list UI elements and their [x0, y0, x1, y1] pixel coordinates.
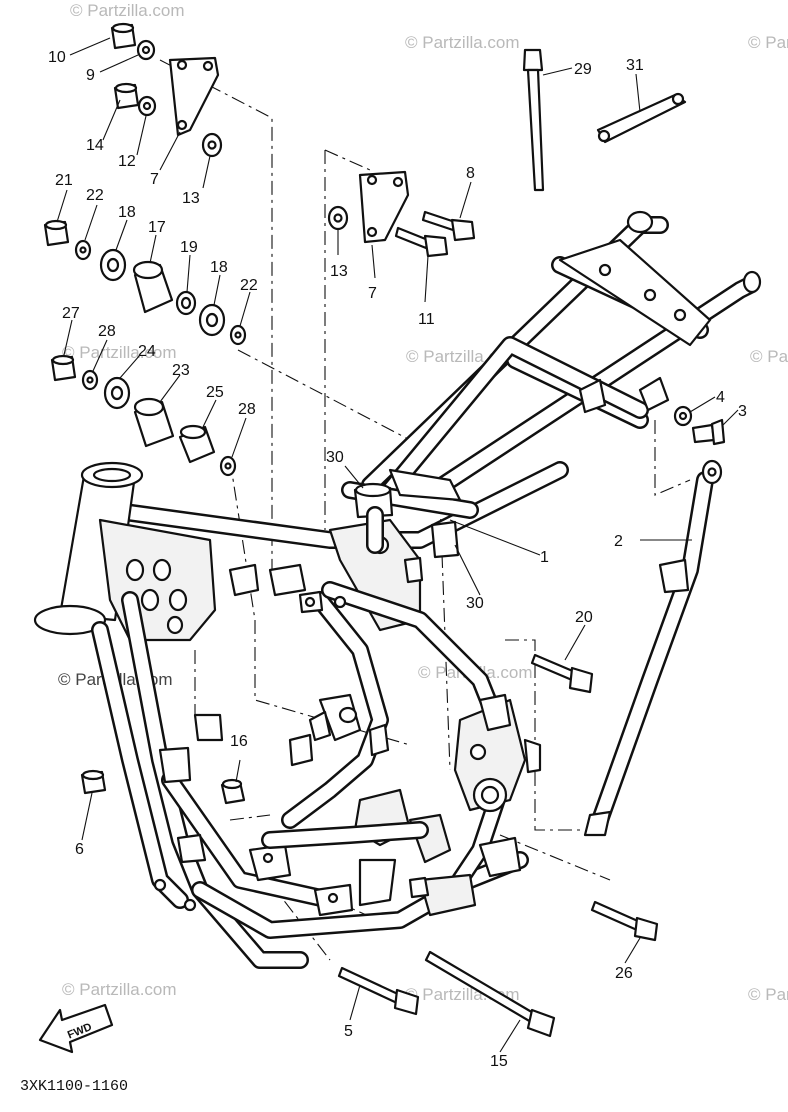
- callout-20: 20: [575, 609, 593, 626]
- damper-part-17: [132, 260, 174, 314]
- watermark: © Partzilla.com: [70, 1, 185, 20]
- bolt-part-11: [394, 226, 449, 258]
- cable-tie-part-29: [522, 48, 545, 192]
- callout-23: 23: [172, 362, 190, 379]
- washer-part-28b: [219, 455, 237, 477]
- engine-bracket-part-7: [168, 56, 220, 137]
- washer-part-12: [137, 95, 157, 117]
- callout-4: 4: [716, 389, 725, 406]
- callout-7: 7: [368, 285, 377, 302]
- callout-7: 7: [150, 171, 159, 188]
- callout-5: 5: [344, 1023, 353, 1040]
- callout-8: 8: [466, 165, 475, 182]
- damper-part-23: [133, 397, 175, 448]
- callout-31: 31: [626, 57, 644, 74]
- nut-part-27: [50, 354, 77, 382]
- engine-bracket-part-7b: [358, 170, 410, 244]
- bolt-part-15: [424, 950, 556, 1038]
- bolt-part-5: [337, 966, 420, 1016]
- callout-21: 21: [55, 172, 73, 189]
- washer-part-13a: [201, 132, 223, 158]
- diagram-code: 3XK1100-1160: [20, 1078, 128, 1095]
- callout-27: 27: [62, 305, 80, 322]
- washer-part-22b: [229, 324, 247, 346]
- bar-part-31: [596, 92, 687, 144]
- callout-12: 12: [118, 153, 136, 170]
- callout-25: 25: [206, 384, 224, 401]
- callout-22: 22: [240, 277, 258, 294]
- callout-10: 10: [48, 49, 66, 66]
- damper-part-18b: [198, 303, 226, 337]
- callout-15: 15: [490, 1053, 508, 1070]
- collar-part-30: [353, 482, 460, 559]
- callout-19: 19: [180, 239, 198, 256]
- watermark: © Partzilla.com: [405, 33, 520, 52]
- callout-18: 18: [118, 204, 136, 221]
- bolt-part-20: [530, 653, 594, 694]
- callout-29: 29: [574, 61, 592, 78]
- callout-18: 18: [210, 259, 228, 276]
- washer-part-9: [136, 39, 156, 61]
- forward-direction-arrow: FWD: [38, 1003, 114, 1054]
- callout-11: 11: [418, 311, 435, 328]
- nut-part-21: [43, 219, 70, 247]
- nut-part-6: [80, 769, 107, 795]
- collar-part-19: [175, 290, 197, 316]
- washer-part-13b: [327, 205, 349, 231]
- bolt-part-26: [590, 900, 659, 942]
- callout-9: 9: [86, 67, 95, 84]
- rear-stay-part-2: [583, 459, 723, 837]
- bolt-part-8: [421, 210, 476, 242]
- callout-3: 3: [738, 403, 747, 420]
- damper-part-24: [103, 376, 131, 410]
- callout-17: 17: [148, 219, 166, 236]
- watermark: © Partzilla.com: [62, 343, 177, 362]
- washer-part-22a: [74, 239, 92, 261]
- callout-14: 14: [86, 137, 104, 154]
- nut-part-16: [220, 778, 246, 805]
- callout-leaders: [56, 37, 739, 1053]
- callout-13: 13: [182, 190, 200, 207]
- watermark: © Partzilla.com: [748, 33, 788, 52]
- callout-26: 26: [615, 965, 633, 982]
- watermark: © Partzilla.com: [750, 347, 788, 366]
- callout-1: 1: [540, 549, 549, 566]
- main-frame: [33, 210, 762, 969]
- watermark: © Partzilla.com: [62, 980, 177, 999]
- watermark: © Partzilla.com: [748, 985, 788, 1004]
- damper-part-18a: [99, 248, 127, 282]
- bolt-part-3: [691, 418, 726, 446]
- callout-22: 22: [86, 187, 104, 204]
- callout-30: 30: [466, 595, 484, 612]
- nut-part-10: [110, 22, 137, 50]
- callout-16: 16: [230, 733, 248, 750]
- callout-6: 6: [75, 841, 84, 858]
- callout-2: 2: [614, 533, 623, 550]
- callout-28: 28: [98, 323, 116, 340]
- callout-24: 24: [138, 343, 156, 360]
- collar-part-25: [178, 424, 216, 464]
- callout-13: 13: [330, 263, 348, 280]
- callout-labels: 10 9 14 12 7 13 21 22 18 17 19 18 22 27 …: [48, 49, 747, 1070]
- washer-part-28a: [81, 369, 99, 391]
- callout-28: 28: [238, 401, 256, 418]
- callout-30: 30: [326, 449, 344, 466]
- collar-part-4: [673, 405, 693, 427]
